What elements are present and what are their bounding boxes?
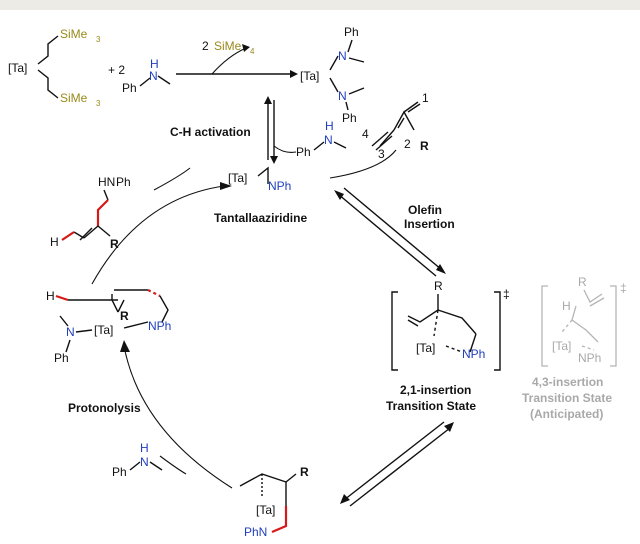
r-label: R (120, 309, 129, 323)
c2: 2 (404, 137, 411, 151)
n-label: N (324, 133, 333, 147)
h-label: H (325, 119, 334, 133)
dagger: ‡ (503, 287, 510, 301)
olefin-label: Olefin (408, 203, 442, 217)
ch-activation-label: C-H activation (170, 125, 251, 139)
n-bottom: N (338, 89, 347, 103)
ta-alkyl-precatalyst: [Ta] SiMe 3 SiMe 3 (8, 27, 101, 108)
r-label: R (420, 139, 429, 153)
tantallaaziridine: [Ta] NPh Tantallaaziridine (214, 166, 307, 225)
nph-label: NPh (268, 179, 291, 193)
h-label: H (50, 235, 59, 249)
sime3-bottom: SiMe (60, 91, 88, 105)
ph-bottom: Ph (342, 111, 357, 125)
sub3-bottom: 3 (96, 99, 101, 108)
h-label: H (46, 289, 55, 303)
protonolysis-label: Protonolysis (68, 401, 141, 415)
byproduct-sime4: SiMe (214, 39, 242, 53)
azametallacycle: R [Ta] PhN (239, 465, 309, 539)
insertion-label: Insertion (404, 217, 455, 231)
diene-substrate: 1 2 3 4 R (362, 91, 429, 161)
ts43-line2: Transition State (522, 391, 612, 405)
r-label: R (578, 275, 587, 289)
top-band (0, 0, 640, 10)
ta-label: [Ta] (300, 69, 319, 83)
ta-bisamide: [Ta] N N Ph Ph (300, 25, 365, 125)
arrow-head (290, 70, 298, 78)
ts43-line1: 4,3-insertion (532, 375, 603, 389)
byproduct-coefficient: 2 (202, 39, 209, 53)
plus-two: + 2 (108, 63, 125, 77)
ph-label: Ph (116, 175, 131, 189)
c3: 3 (378, 147, 385, 161)
ta-label: [Ta] (256, 503, 275, 517)
ph-label: Ph (296, 145, 311, 159)
phn-label: PhN (244, 525, 267, 539)
h-label: H (140, 441, 149, 455)
n-label: N (149, 69, 158, 83)
ta-label: [Ta] (416, 341, 435, 355)
byproduct-sub4: 4 (250, 47, 255, 56)
tantallaaziridine-name: Tantallaaziridine (214, 211, 307, 225)
ta-label: [Ta] (228, 171, 247, 185)
ts-2-1-insertion: ‡ R [Ta] NPh 2,1-insertion Transition St… (386, 279, 510, 413)
n-label: N (140, 455, 149, 469)
nph-label: NPh (148, 319, 171, 333)
nph-label: NPh (462, 347, 485, 361)
ts21-line2: Transition State (386, 399, 476, 413)
ts21-line1: 2,1-insertion (400, 383, 471, 397)
r-label: R (300, 465, 309, 479)
h-label: H (562, 299, 571, 313)
c4: 4 (362, 127, 369, 141)
ph-label: Ph (54, 351, 69, 365)
ph-top: Ph (344, 25, 359, 39)
n-label: N (66, 325, 75, 339)
n-methylaniline-reagent: Ph H N (122, 57, 171, 95)
dagger: ‡ (620, 281, 627, 295)
ph-label: Ph (122, 81, 137, 95)
ph-label: Ph (112, 465, 127, 479)
ts-4-3-insertion: ‡ R H [Ta] NPh 4,3-insertion Transition … (522, 275, 627, 421)
ta-label: [Ta] (8, 61, 27, 75)
h-label: H (150, 57, 159, 71)
ts43-line3: (Anticipated) (530, 407, 603, 421)
hn-label: HN (98, 175, 115, 189)
r-label: R (110, 237, 119, 251)
n-top: N (338, 49, 347, 63)
ta-label: [Ta] (94, 323, 113, 337)
protonolysis-intermediate: H R [Ta] NPh N Ph (46, 289, 171, 365)
r-label: R (434, 279, 443, 293)
sime3-top: SiMe (60, 27, 88, 41)
sub3-top: 3 (96, 35, 101, 44)
c1: 1 (422, 91, 429, 105)
nph-label: NPh (578, 351, 601, 365)
ta-label: [Ta] (552, 339, 571, 353)
hydroaminoalkylation-product: HN Ph H R (50, 175, 131, 251)
